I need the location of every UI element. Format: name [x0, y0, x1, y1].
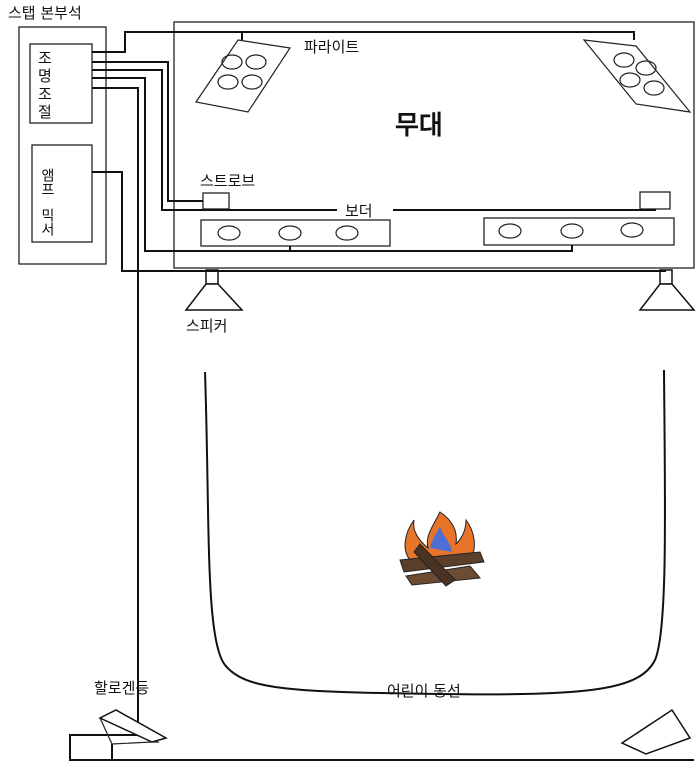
- mixer-label: 믹서: [39, 208, 55, 236]
- amp-label: 앰프: [39, 168, 55, 196]
- stage-label: 무대: [395, 111, 443, 141]
- lighting-control-char: 조: [38, 49, 52, 67]
- parlight-label: 파라이트: [304, 38, 359, 56]
- lighting-control-box: [29, 43, 93, 124]
- stage-area: 무대 파라이트 스트로브 보더: [173, 21, 695, 269]
- border-label: 보더: [345, 202, 373, 220]
- amp-mixer-box: [31, 144, 93, 243]
- lighting-control-char: 명: [38, 67, 52, 85]
- children-path-line: [204, 369, 667, 696]
- border-light-left: [200, 219, 391, 247]
- lighting-control-char: 조: [38, 85, 52, 103]
- campfire-icon: [399, 511, 485, 587]
- halogen-label: 할로겐등: [94, 679, 149, 697]
- speaker-left-icon: [184, 269, 244, 311]
- parlight-icon: [194, 39, 292, 113]
- staff-booth-label: 스탭 본부석: [8, 4, 82, 22]
- wiring: [69, 31, 694, 761]
- speaker-right-icon: [638, 269, 696, 311]
- strobe-right-icon: [639, 191, 671, 210]
- lighting-control-char: 절: [38, 103, 52, 121]
- border-light-right: [483, 217, 675, 246]
- parlight-right-icon: [582, 39, 692, 113]
- halogen-left-icon: [98, 709, 168, 745]
- strobe-label: 스트로브: [200, 172, 255, 190]
- halogen-right-icon: [620, 708, 692, 755]
- strobe-icon: [202, 192, 230, 210]
- children-path-label: 어린이 동선: [387, 682, 461, 700]
- speaker-label: 스피커: [186, 317, 227, 335]
